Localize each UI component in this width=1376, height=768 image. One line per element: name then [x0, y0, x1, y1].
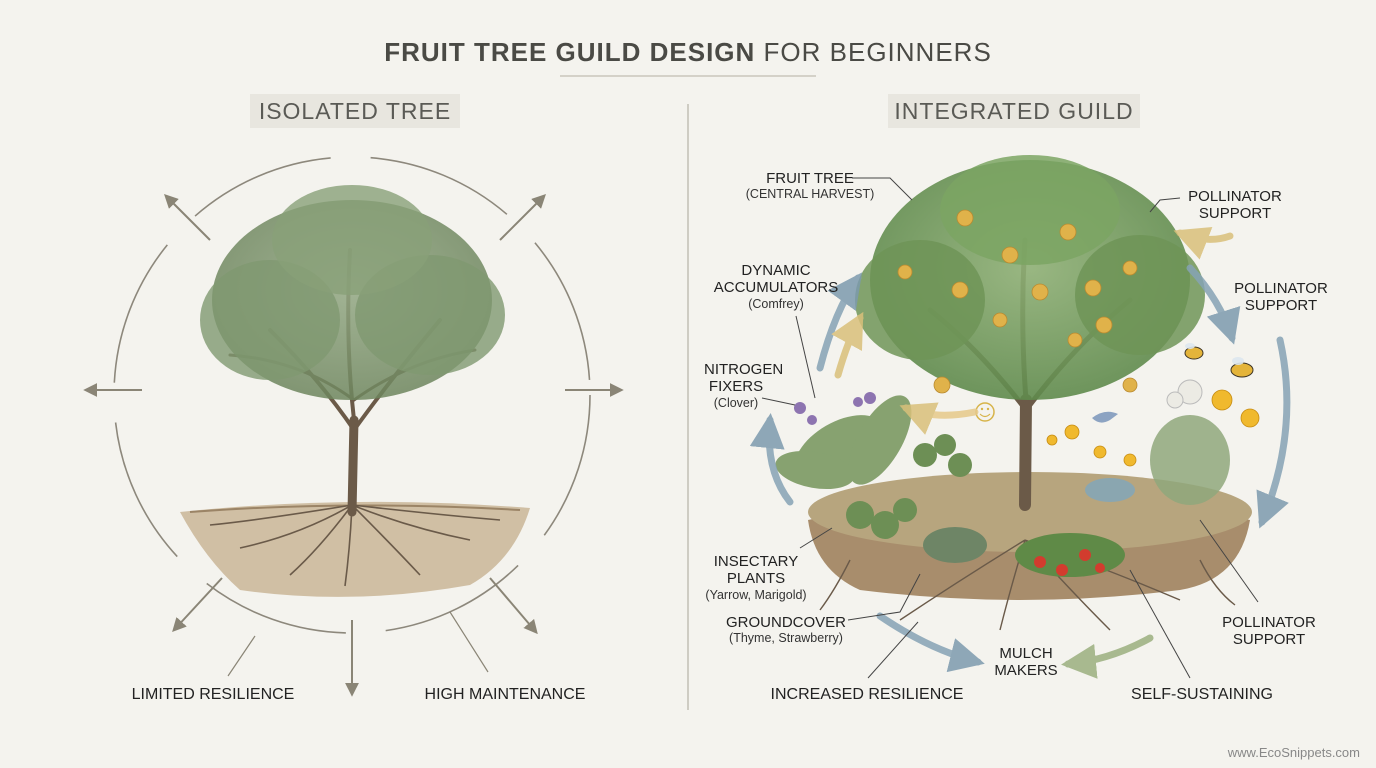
- dynamic-accumulators-callout: DYNAMIC ACCUMULATORS (Comfrey): [706, 262, 846, 311]
- succulent: [1085, 478, 1135, 502]
- insectary-title: INSECTARY PLANTS: [713, 553, 799, 588]
- integrated-guild-heading: INTEGRATED GUILD: [894, 98, 1134, 124]
- site-credit: www.EcoSnippets.com: [1227, 745, 1360, 760]
- pollinator-support-callout-1: POLLINATOR SUPPORT: [1188, 188, 1282, 223]
- fruit-tree-sub: (CENTRAL HARVEST): [745, 187, 875, 202]
- insectary-sub: (Yarrow, Marigold): [705, 587, 807, 602]
- page-title: FRUIT TREE GUILD DESIGN FOR BEGINNERS: [0, 37, 1376, 68]
- fruits: [897, 209, 1138, 394]
- dynamic-title: DYNAMIC ACCUMULATORS: [713, 262, 839, 297]
- thyme-patch: [923, 527, 987, 563]
- outward-arrows: [83, 194, 624, 697]
- limited-resilience-label: LIMITED RESILIENCE: [131, 686, 295, 703]
- dynamic-sub: (Comfrey): [748, 296, 804, 311]
- strawberry-plants: [1015, 533, 1125, 577]
- self-sustaining-label: SELF-SUSTAINING: [1131, 686, 1273, 703]
- yarrow-plant: [1150, 379, 1230, 505]
- mulch-surface: [808, 472, 1252, 552]
- right-canopy: [855, 155, 1205, 400]
- callout-leaders: [761, 177, 1259, 679]
- title-rest: FOR BEGINNERS: [755, 37, 992, 67]
- left-heading-banner: [250, 94, 460, 128]
- bird-icon: [1092, 411, 1118, 423]
- maintenance-leader: [449, 611, 489, 673]
- groundcover-callout: GROUNDCOVER (Thyme, Strawberry): [724, 614, 848, 646]
- comfrey-flowers: [794, 392, 876, 425]
- fruit-tree-title: FRUIT TREE: [766, 170, 854, 187]
- cycle-arrows: [749, 226, 1291, 679]
- fruit-tree-callout: FRUIT TREE (CENTRAL HARVEST): [744, 170, 876, 202]
- nitrogen-sub: (Clover): [713, 395, 759, 410]
- left-canopy: [200, 185, 505, 400]
- high-maintenance-label: HIGH MAINTENANCE: [424, 686, 586, 703]
- mulch-makers-callout: MULCH MAKERS: [994, 645, 1058, 680]
- insectary-plants-callout: INSECTARY PLANTS (Yarrow, Marigold): [700, 553, 812, 602]
- smiley-icon: [975, 402, 995, 422]
- isolation-circle: [113, 156, 591, 634]
- comfrey-plant: [775, 395, 912, 490]
- bee-icon: [1184, 343, 1204, 360]
- right-heading-banner: [888, 94, 1140, 128]
- increased-resilience-label: INCREASED RESILIENCE: [770, 686, 964, 703]
- groundcover-sub: (Thyme, Strawberry): [729, 631, 843, 646]
- limited-leader: [227, 635, 256, 677]
- clover-patch: [846, 434, 972, 539]
- left-soil: [180, 501, 530, 597]
- groundcover-title: GROUNDCOVER: [725, 614, 846, 631]
- nitrogen-title: NITROGEN FIXERS: [704, 361, 784, 396]
- nitrogen-fixers-callout: NITROGEN FIXERS (Clover): [704, 361, 784, 410]
- title-bold: FRUIT TREE GUILD DESIGN: [384, 37, 756, 67]
- marigold-flowers: [1046, 389, 1260, 467]
- pollinator-support-callout-2: POLLINATOR SUPPORT: [1234, 280, 1328, 315]
- pollinator-support-callout-3: POLLINATOR SUPPORT: [1222, 614, 1316, 649]
- isolated-tree-heading: ISOLATED TREE: [258, 98, 452, 124]
- bee-icon-2: [1230, 357, 1254, 378]
